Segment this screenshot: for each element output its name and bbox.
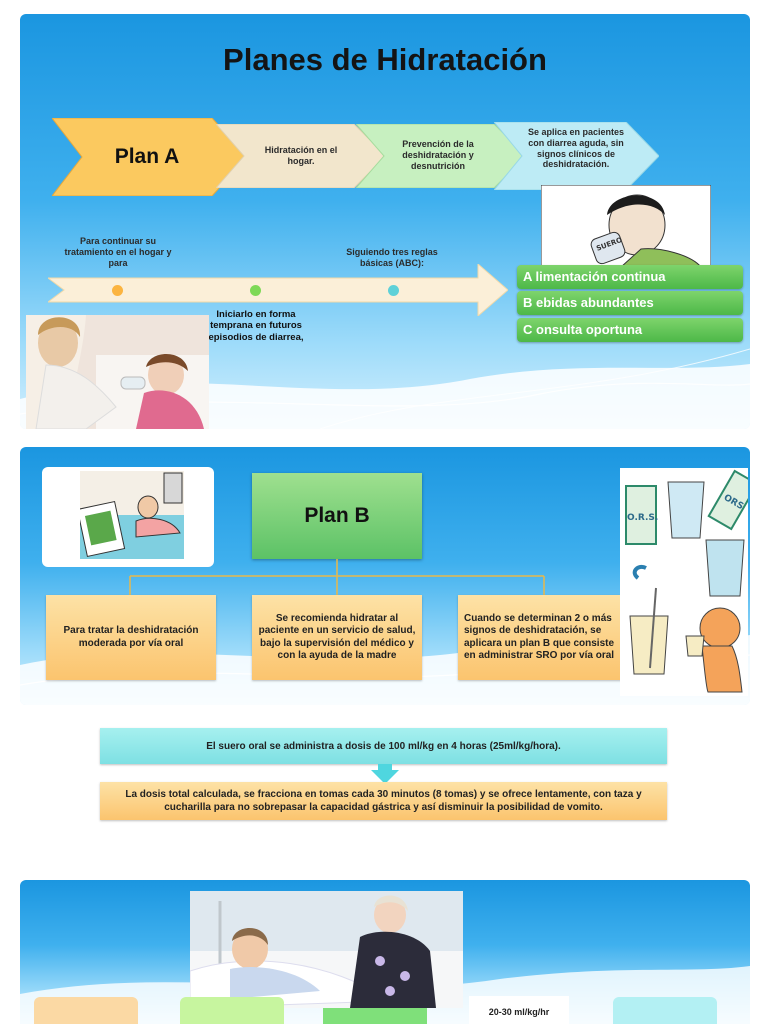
dose-info-box: El suero oral se administra a dosis de 1… [100, 728, 667, 764]
plan-c-box-5 [613, 997, 717, 1024]
abc-item-b: B ebidas abundantes [517, 291, 743, 315]
chevron-hidratacion-text: Hidratación en el hogar. [264, 145, 338, 166]
plan-b-box-3: Cuando se determinan 2 o más signos de d… [458, 595, 623, 680]
hospital-scene-illustration [80, 471, 184, 559]
plan-c-rate-box: 20-30 ml/kg/hr [469, 996, 569, 1024]
chevron-plan-a [52, 118, 247, 196]
plan-b-box-1: Para tratar la deshidratación moderada p… [46, 595, 216, 680]
child-drinking-illustration: SUERO [541, 185, 711, 267]
down-arrow-icon [371, 764, 399, 784]
slide-plan-c: 20-30 ml/kg/hr [20, 880, 750, 1024]
dose-info-text: El suero oral se administra a dosis de 1… [206, 740, 561, 752]
fraction-info-box: La dosis total calculada, se fracciona e… [100, 782, 667, 820]
chevron-hidratacion [216, 124, 386, 188]
plan-c-box-3 [323, 1008, 427, 1024]
timeline-text-right: Siguiendo tres reglas básicas (ABC): [346, 247, 438, 268]
timeline-dot-2 [250, 285, 261, 296]
chevron-aplica [494, 122, 659, 190]
abc-item-c: C onsulta oportuna [517, 318, 743, 342]
mother-child-photo [26, 315, 209, 429]
plan-b-box-2: Se recomienda hidratar al paciente en un… [252, 595, 422, 680]
timeline-dot-3 [388, 285, 399, 296]
timeline-dot-1 [112, 285, 123, 296]
plan-a-label: Plan A [114, 145, 180, 168]
ors-preparation-illustration: O.R.S. ORS [620, 468, 748, 696]
plan-c-rate-text: 20-30 ml/kg/hr [488, 1007, 550, 1017]
chevron-prevencion [356, 124, 526, 188]
timeline-text-middle: Iniciarlo en forma temprana en futuros e… [208, 309, 304, 343]
hospital-bed-photo [190, 891, 463, 1008]
abc-item-a: A limentación continua [517, 265, 743, 289]
page-title: Planes de Hidratación [223, 42, 547, 77]
chevron-prevencion-text: Prevención de la deshidratación y desnut… [402, 139, 474, 171]
ors-label-1: O.R.S. [627, 513, 658, 523]
plan-c-box-1 [34, 997, 138, 1024]
timeline-arrow [48, 264, 508, 316]
plan-c-box-2 [180, 997, 284, 1024]
timeline-text-left: Para continuar su tratamiento en el hoga… [64, 236, 172, 268]
org-connector-lines [129, 559, 545, 595]
plan-b-title: Plan B [304, 504, 370, 527]
plan-b-title-box: Plan B [252, 473, 422, 559]
slide-plan-a: Planes de Hidratación Plan A Hidratación… [20, 14, 750, 429]
chevron-aplica-text: Se aplica en pacientes con diarrea aguda… [527, 127, 625, 170]
fraction-info-text: La dosis total calculada, se fracciona e… [125, 789, 642, 813]
